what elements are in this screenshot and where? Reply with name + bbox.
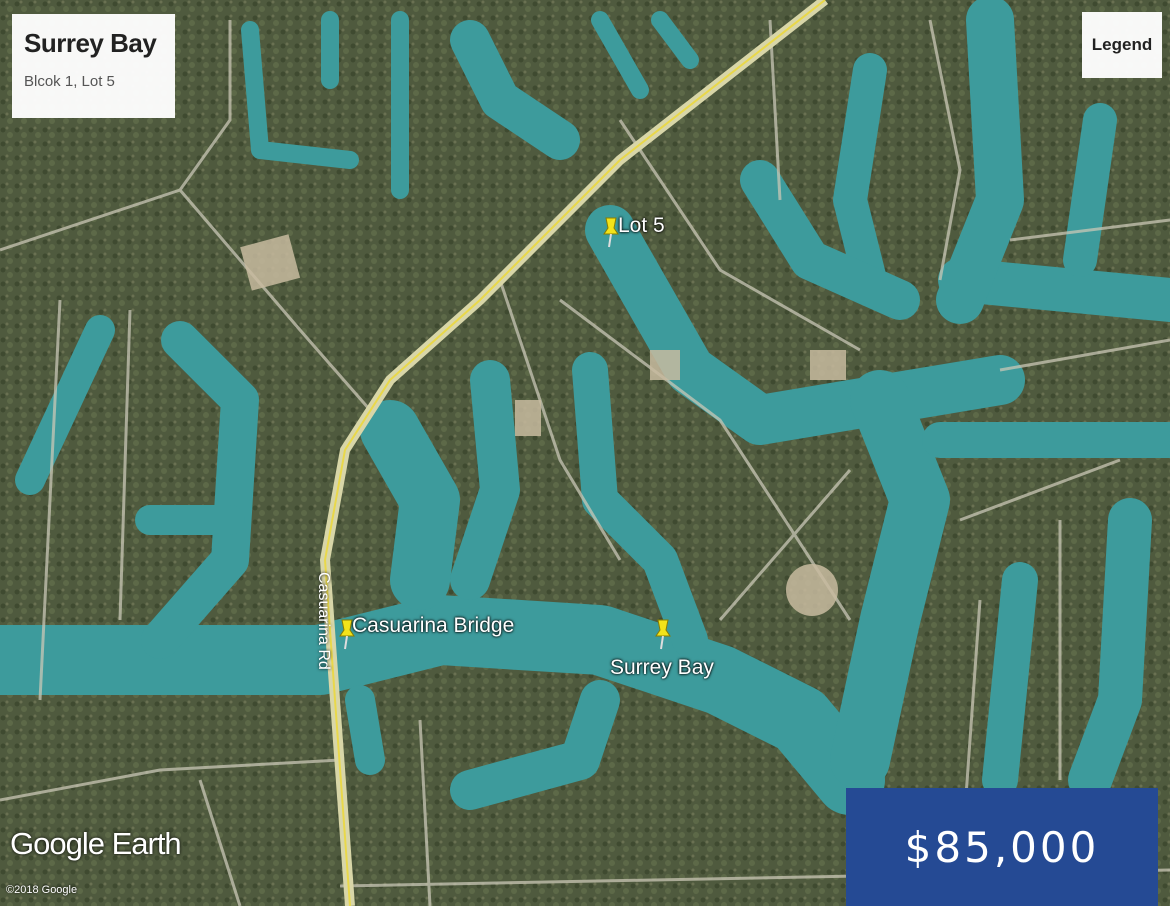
canals [0, 0, 1170, 815]
legend-button[interactable]: Legend [1082, 12, 1162, 78]
marker-label-casuarina-bridge[interactable]: Casuarina Bridge [352, 614, 515, 637]
price-badge: $85,000 [846, 788, 1158, 906]
marker-label-surrey-bay[interactable]: Surrey Bay [610, 656, 714, 679]
pushpin-icon[interactable] [598, 216, 624, 248]
road-label: Casuarina Rd [315, 572, 332, 670]
info-subtitle: Blcok 1, Lot 5 [24, 73, 115, 90]
google-earth-watermark: Google Earth [10, 826, 182, 861]
pushpin-icon[interactable] [650, 618, 676, 650]
copyright-text: ©2018 Google [6, 884, 78, 896]
roads [0, 19, 1170, 906]
marker-label-lot-5[interactable]: Lot 5 [618, 214, 665, 237]
info-title: Surrey Bay [24, 28, 157, 58]
info-card: Surrey Bay Blcok 1, Lot 5 [12, 14, 175, 118]
pushpin-icon[interactable] [334, 618, 360, 650]
